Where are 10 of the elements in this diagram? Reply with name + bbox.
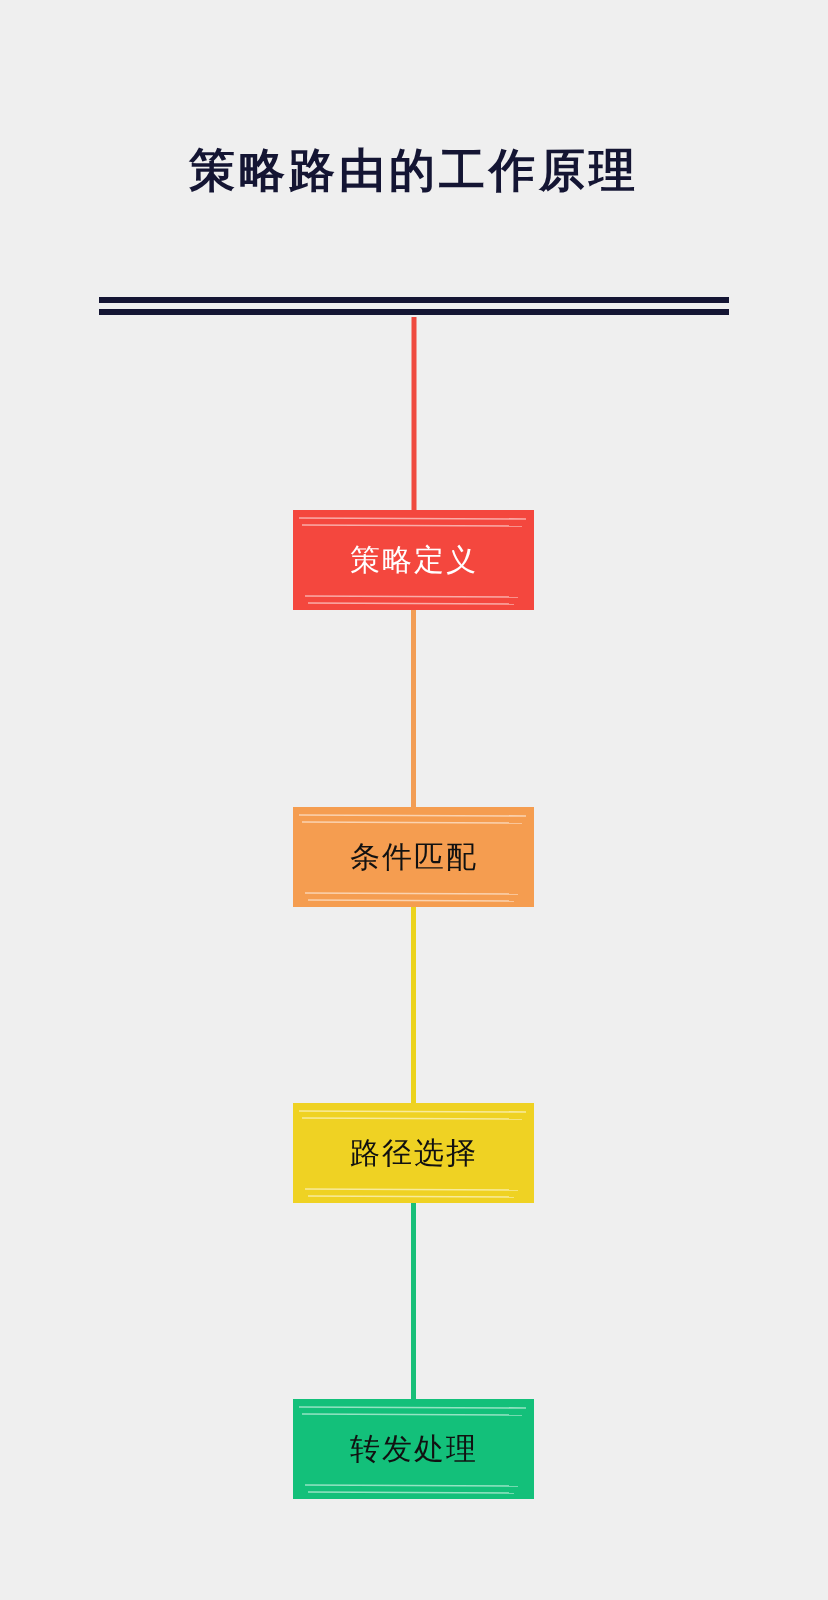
connector-line	[411, 317, 417, 510]
connector-line	[411, 610, 416, 807]
diagram-title: 策略路由的工作原理	[188, 142, 640, 199]
connector-line	[411, 1203, 416, 1399]
step-label: 转发处理	[349, 1429, 478, 1468]
double-rule-bar	[99, 297, 729, 317]
step-label: 策略定义	[349, 540, 478, 579]
step-label: 路径选择	[349, 1133, 478, 1172]
connector-line	[411, 907, 416, 1103]
step-label: 条件匹配	[349, 837, 478, 876]
